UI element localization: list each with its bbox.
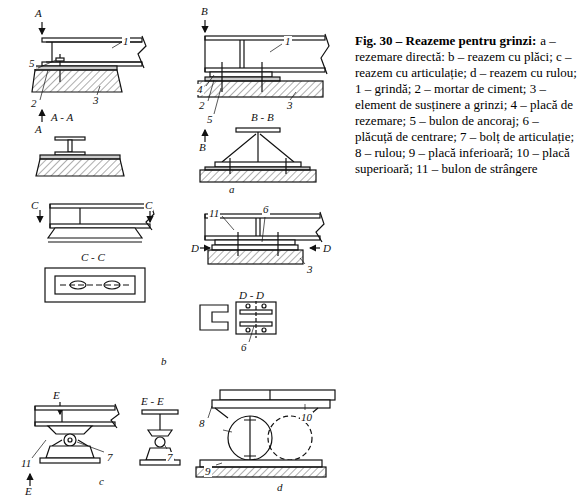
callout-number: 9 (204, 466, 212, 477)
section-mark: E (24, 486, 33, 497)
figure-caption: Fig. 30 – Reazeme pentru grinzi:a – reze… (355, 33, 577, 177)
callout-number: 4 (196, 84, 204, 95)
callout-number: 10 (300, 412, 313, 423)
section-mark: A - A (50, 112, 74, 123)
caption-text: a – rezemare directă: b – reazem cu plăc… (355, 33, 577, 176)
panel-letter: b (160, 356, 168, 367)
section-mark: A (34, 8, 43, 19)
callout-number: 1 (122, 36, 130, 47)
panel-letter: a (228, 184, 236, 195)
section-mark: D (322, 243, 332, 254)
section-mark: D - D (238, 290, 265, 301)
callout-number: 11 (208, 208, 220, 219)
callout-number: 7 (166, 452, 174, 463)
section-mark: A (34, 124, 43, 135)
section-mark: E - E (140, 396, 165, 407)
callout-number: 3 (92, 95, 100, 106)
section-mark: B (200, 6, 209, 17)
callout-number: 5 (28, 58, 36, 69)
section-mark: C (144, 200, 153, 211)
section-mark: C (30, 200, 39, 211)
callout-number: 6 (262, 204, 270, 215)
panel-letter: c (98, 476, 105, 487)
callout-number: 3 (306, 264, 314, 275)
callout-number: 7 (106, 452, 114, 463)
callout-number: 8 (198, 418, 206, 429)
panel-letter: d (276, 482, 284, 493)
callout-number: 6 (240, 342, 248, 353)
section-mark: E (52, 390, 61, 401)
callout-number: 5 (206, 114, 214, 125)
section-mark: C - C (80, 252, 106, 263)
figure-title: Fig. 30 – Reazeme pentru grinzi: (355, 33, 536, 48)
callout-number: 2 (198, 100, 206, 111)
section-mark: B (198, 142, 207, 153)
callout-number: 3 (286, 100, 294, 111)
callout-number: 11 (20, 458, 32, 469)
callout-number: 2 (30, 98, 38, 109)
section-mark: D (190, 243, 200, 254)
section-mark: B - B (250, 112, 275, 123)
callout-number: 1 (284, 36, 292, 47)
